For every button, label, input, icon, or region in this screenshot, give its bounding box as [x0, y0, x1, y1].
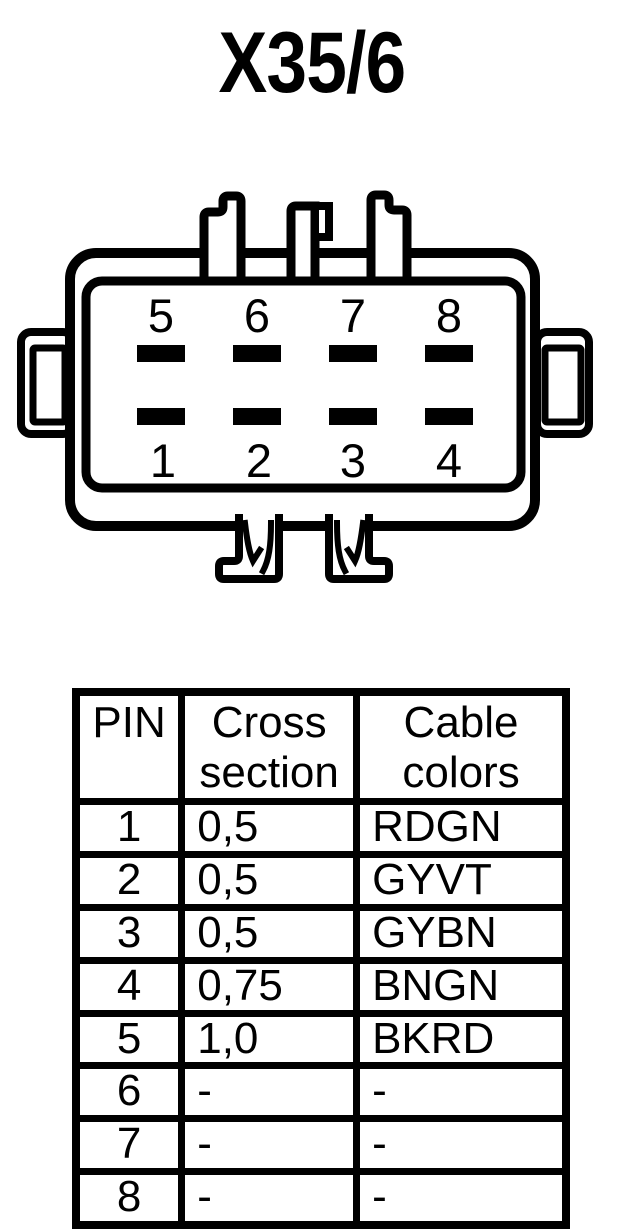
cell-pin: 6: [72, 1062, 186, 1123]
top-tab-left: [199, 191, 246, 288]
header-cable-colors: Cable colors: [353, 688, 570, 805]
cell-cross-section: 0,5: [178, 903, 361, 964]
cell-cross-section: -: [178, 1168, 361, 1229]
top-tab-right: [366, 190, 412, 288]
cell-cross-section: 1,0: [178, 1009, 361, 1070]
cell-cable-colors: GYVT: [353, 850, 570, 911]
table-row: 3 0,5 GYBN: [72, 903, 570, 964]
connector-cavity-outline: [81, 276, 526, 493]
table-row: 1 0,5 RDGN: [72, 798, 570, 858]
cell-pin: 1: [72, 798, 186, 858]
pin-slot-3: [329, 408, 377, 425]
cell-pin: 3: [72, 903, 186, 964]
table-row: 8 - -: [72, 1168, 570, 1229]
header-pin: PIN: [72, 688, 186, 805]
cell-pin: 4: [72, 956, 186, 1017]
cell-cable-colors: BKRD: [353, 1009, 570, 1070]
connector-id-label: X35/6: [218, 15, 407, 111]
pin-number-labels: 5 6 7 8 1 2 3 4: [148, 289, 462, 487]
pin-label-4: 4: [436, 434, 462, 487]
cell-pin: 7: [72, 1115, 186, 1176]
pin-label-8: 8: [436, 289, 462, 342]
cell-cable-colors: BNGN: [353, 956, 570, 1017]
pin-label-2: 2: [246, 434, 272, 487]
cell-cable-colors: -: [353, 1062, 570, 1123]
cell-cross-section: 0,5: [178, 850, 361, 911]
connector-diagram: 5 6 7 8 1 2 3 4: [17, 190, 593, 583]
table-row: 2 0,5 GYVT: [72, 850, 570, 911]
cell-cable-colors: -: [353, 1168, 570, 1229]
table-row: 7 - -: [72, 1115, 570, 1176]
foot-hook-prongs: [241, 519, 367, 576]
pinout-table: PIN Cross section Cable colors 1 0,5 RDG…: [72, 688, 570, 1229]
top-tab-middle-notch: [311, 202, 333, 241]
cell-cable-colors: -: [353, 1115, 570, 1176]
cell-cross-section: -: [178, 1062, 361, 1123]
top-tab-middle: [286, 201, 320, 288]
pin-label-1: 1: [150, 434, 176, 487]
page-title: X35/6: [0, 20, 624, 106]
pin-slot-2: [233, 408, 281, 425]
header-cross-section: Cross section: [178, 688, 361, 805]
table-row: 6 - -: [72, 1062, 570, 1123]
cell-pin: 2: [72, 850, 186, 911]
pin-slots: [137, 345, 473, 425]
cell-pin: 5: [72, 1009, 186, 1070]
pin-slot-4: [425, 408, 473, 425]
cell-cross-section: -: [178, 1115, 361, 1176]
pin-slot-1: [137, 408, 185, 425]
pin-slot-6: [233, 345, 281, 362]
cell-pin: 8: [72, 1168, 186, 1229]
table-row: 4 0,75 BNGN: [72, 956, 570, 1017]
cell-cross-section: 0,75: [178, 956, 361, 1017]
pin-label-7: 7: [340, 289, 366, 342]
cell-cross-section: 0,5: [178, 798, 361, 858]
pin-slot-5: [137, 345, 185, 362]
cell-cable-colors: RDGN: [353, 798, 570, 858]
pin-slot-8: [425, 345, 473, 362]
cell-cable-colors: GYBN: [353, 903, 570, 964]
table-row: 5 1,0 BKRD: [72, 1009, 570, 1070]
pin-label-6: 6: [244, 289, 270, 342]
pin-slot-7: [329, 345, 377, 362]
right-latch-ear: [533, 328, 593, 438]
table-header-row: PIN Cross section Cable colors: [72, 688, 570, 805]
pin-label-3: 3: [340, 434, 366, 487]
pin-label-5: 5: [148, 289, 174, 342]
